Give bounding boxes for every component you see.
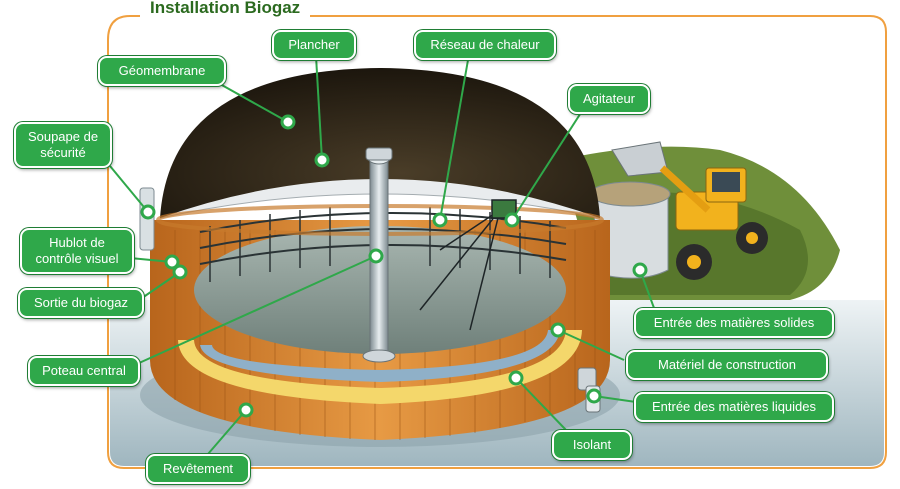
label-hublot: Hublot de contrôle visuel bbox=[20, 228, 134, 274]
label-plancher: Plancher bbox=[272, 30, 356, 60]
page-title: Installation Biogaz bbox=[140, 0, 311, 18]
hopper-top bbox=[589, 181, 671, 207]
label-soupape: Soupape de sécurité bbox=[14, 122, 112, 168]
construction-band bbox=[200, 330, 560, 382]
label-isolant: Isolant bbox=[552, 430, 632, 460]
label-materiel-construction: Matériel de construction bbox=[626, 350, 828, 380]
label-reseau-chaleur: Réseau de chaleur bbox=[414, 30, 556, 60]
leader-dots bbox=[140, 114, 648, 418]
frame-border bbox=[107, 15, 887, 469]
label-geomembrane: Géomembrane bbox=[98, 56, 226, 86]
label-entree-solides: Entrée des matières solides bbox=[634, 308, 834, 338]
label-sortie-biogaz: Sortie du biogaz bbox=[18, 288, 144, 318]
loader-tractor bbox=[611, 141, 768, 280]
insulation-band bbox=[178, 330, 582, 404]
label-entree-liquides: Entrée des matières liquides bbox=[634, 392, 834, 422]
dome-geomembrane bbox=[160, 68, 600, 218]
label-poteau-central: Poteau central bbox=[28, 356, 140, 386]
label-agitateur: Agitateur bbox=[568, 84, 650, 114]
label-revetement: Revêtement bbox=[146, 454, 250, 484]
